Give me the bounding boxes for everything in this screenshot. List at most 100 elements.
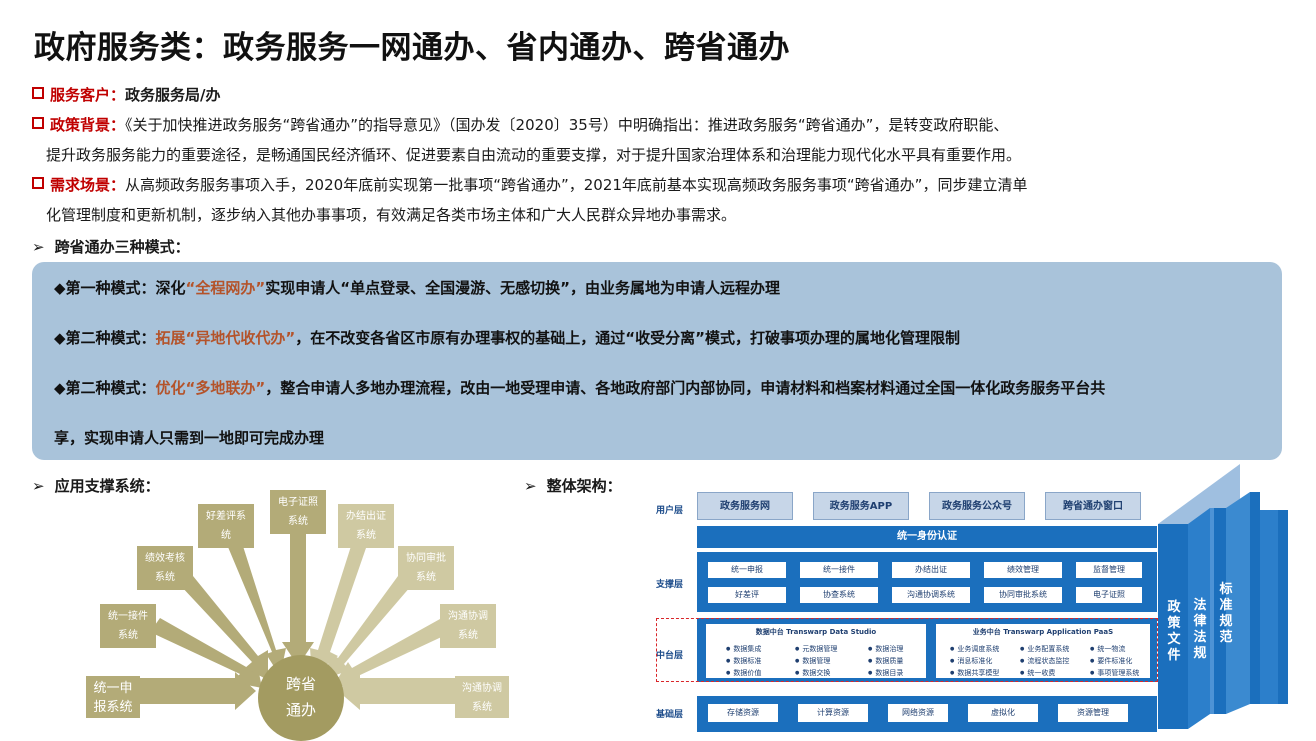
mode-3: ◆第二种模式：优化“多地联办”，整合申请人多地办理流程，改由一地受理申请、各地政… — [54, 377, 1105, 398]
support-heading-line: ➢应用支撑系统： — [32, 475, 160, 496]
dc-item: 数据集成 — [726, 644, 761, 654]
page-title: 政府服务类：政务服务一网通办、省内通办、跨省通办 — [34, 30, 790, 66]
petal-performance: 绩效考核系统 — [137, 546, 193, 590]
support-layer-bg — [697, 552, 1157, 612]
policy-label: 政策背景： — [50, 116, 126, 134]
bc-item: 消息标准化 — [950, 656, 992, 666]
square-bullet-icon — [32, 87, 44, 99]
user-box-window: 跨省通办窗口 — [1045, 492, 1141, 520]
mode-3-continued: 享，实现申请人只需到一地即可完成办理 — [54, 429, 325, 447]
petal-communication-2: 沟通协调系统 — [455, 676, 509, 718]
sup-unified-intake: 统一接件 — [800, 562, 878, 578]
policy-text-1: 《关于加快推进政务服务“跨省通办”的指导意见》（国办发〔2020〕35号）中明确… — [125, 116, 1009, 134]
sup-unified-declare: 统一申报 — [708, 562, 786, 578]
bc-item: 业务调度系统 — [950, 644, 999, 654]
petal-unified-declaration: 统一申报系统 — [86, 676, 140, 718]
sup-certificate: 办结出证 — [892, 562, 970, 578]
square-bullet-icon — [32, 117, 44, 129]
data-center-title: 数据中台 Transwarp Data Studio — [755, 628, 877, 636]
demand-text-2: 化管理制度和更新机制，逐步纳入其他办事事项，有效满足各类市场主体和广大人民群众异… — [46, 206, 737, 224]
arrow-upleft-2 — [180, 576, 268, 680]
petal-collab-approval: 协同审批系统 — [398, 546, 454, 590]
arrow-up — [282, 530, 314, 666]
dc-item: 数据价值 — [726, 668, 761, 678]
sup-review: 好差评 — [708, 587, 786, 603]
petal-review: 好差评系统 — [198, 504, 254, 548]
mode-3-highlight: 优化“多地联办” — [155, 379, 266, 397]
user-box-app: 政务服务APP — [813, 492, 909, 520]
dc-item: 数据交换 — [795, 668, 830, 678]
sup-supervision: 监督管理 — [1076, 562, 1142, 578]
mode-3-rest: ，整合申请人多地办理流程，改由一地受理申请、各地政府部门内部协同，申请材料和档案… — [265, 379, 1106, 397]
mode-2-prefix: ◆第二种模式： — [54, 329, 156, 347]
arrow-bullet-icon: ➢ — [524, 477, 537, 495]
bc-item: 统一收费 — [1020, 668, 1055, 678]
side-columns-graphic — [1158, 464, 1288, 729]
side-col-law: 法律法规 — [1193, 598, 1207, 661]
arch-heading: 整体架构： — [546, 477, 622, 495]
layer-support: 支撑层 — [656, 580, 684, 590]
user-box-wechat: 政务服务公众号 — [929, 492, 1025, 520]
petal-unified-intake: 统一接件系统 — [100, 604, 156, 648]
arrow-upright-1 — [310, 543, 366, 676]
dc-item: 数据治理 — [868, 644, 903, 654]
base-resource-mgmt: 资源管理 — [1058, 704, 1128, 722]
mode-2: ◆第二种模式：拓展“异地代收代办”，在不改变各省区市原有办理事权的基础上，通过“… — [54, 327, 960, 348]
mode-1-rest: 实现申请人“单点登录、全国漫游、无感切换”，由业务属地为申请人远程办理 — [265, 279, 780, 297]
middle-layer-highlight — [656, 618, 1158, 682]
modes-heading-line: ➢ 跨省通办三种模式： — [32, 236, 190, 257]
arrow-bullet-icon: ➢ — [32, 238, 45, 256]
arrow-bullet-icon: ➢ — [32, 477, 45, 495]
sup-communication: 沟通协调系统 — [892, 587, 970, 603]
bc-item: 事项管理系统 — [1090, 668, 1139, 678]
mode-2-rest: ，在不改变各省区市原有办理事权的基础上，通过“收受分离”模式，打破事项办理的属地… — [295, 329, 960, 347]
dc-item: 数据目录 — [868, 668, 903, 678]
bc-item: 流程状态监控 — [1020, 656, 1069, 666]
dc-item: 元数据管理 — [795, 644, 837, 654]
arrow-upleft-1 — [150, 618, 262, 688]
arrow-left — [140, 672, 256, 710]
arrow-upright-3 — [332, 619, 450, 688]
bc-item: 统一物流 — [1090, 644, 1125, 654]
bc-item: 业务配置系统 — [1020, 644, 1069, 654]
mode-1: ◆第一种模式：深化“全程网办”实现申请人“单点登录、全国漫游、无感切换”，由业务… — [54, 277, 780, 298]
modes-panel — [32, 262, 1282, 460]
hub-circle: 跨省 通办 — [258, 655, 344, 741]
arrow-right — [338, 672, 455, 710]
modes-heading: 跨省通办三种模式： — [54, 238, 190, 256]
side-col-policy: 政策文件 — [1167, 600, 1181, 663]
dc-item: 数据管理 — [795, 656, 830, 666]
petal-communication-1: 沟通协调系统 — [440, 604, 496, 648]
bc-item: 数据共享模型 — [950, 668, 999, 678]
petal-e-license: 电子证照系统 — [270, 490, 326, 534]
demand-label: 需求场景： — [50, 176, 126, 194]
base-network: 网络资源 — [888, 704, 948, 722]
customer-label: 服务客户： — [50, 86, 126, 104]
side-col-standard: 标准规范 — [1219, 582, 1233, 645]
hub-text-2: 通办 — [285, 701, 316, 719]
layer-user: 用户层 — [656, 506, 684, 516]
user-box-web: 政务服务网 — [697, 492, 793, 520]
mode-1-highlight: “全程网办” — [185, 279, 266, 297]
layer-middle: 中台层 — [656, 651, 684, 661]
customer-value: 政务服务局/办 — [125, 86, 221, 104]
sup-e-license: 电子证照 — [1076, 587, 1142, 603]
base-virtualization: 虚拟化 — [968, 704, 1038, 722]
mode-2-highlight: 拓展“异地代收代办” — [155, 329, 296, 347]
dc-item: 数据质量 — [868, 656, 903, 666]
auth-bar: 统一身份认证 — [697, 526, 1157, 548]
bc-item: 要件标准化 — [1090, 656, 1132, 666]
sup-collab: 协同审批系统 — [984, 587, 1062, 603]
petal-certificate: 办结出证系统 — [338, 504, 394, 548]
square-bullet-icon — [32, 177, 44, 189]
arrow-upright-2 — [322, 576, 411, 680]
demand-text-1: 从高频政务服务事项入手，2020年底前实现第一批事项“跨省通办”，2021年底前… — [125, 176, 1028, 194]
mode-3-prefix: ◆第二种模式： — [54, 379, 156, 397]
biz-center-title: 业务中台 Transwarp Application PaaS — [972, 628, 1114, 636]
hub-text-1: 跨省 — [285, 675, 316, 693]
base-compute: 计算资源 — [798, 704, 868, 722]
sup-performance: 绩效管理 — [984, 562, 1062, 578]
mode-1-prefix: ◆第一种模式：深化 — [54, 279, 186, 297]
support-arrows — [140, 530, 455, 710]
arrow-upleft-3 — [228, 543, 286, 676]
